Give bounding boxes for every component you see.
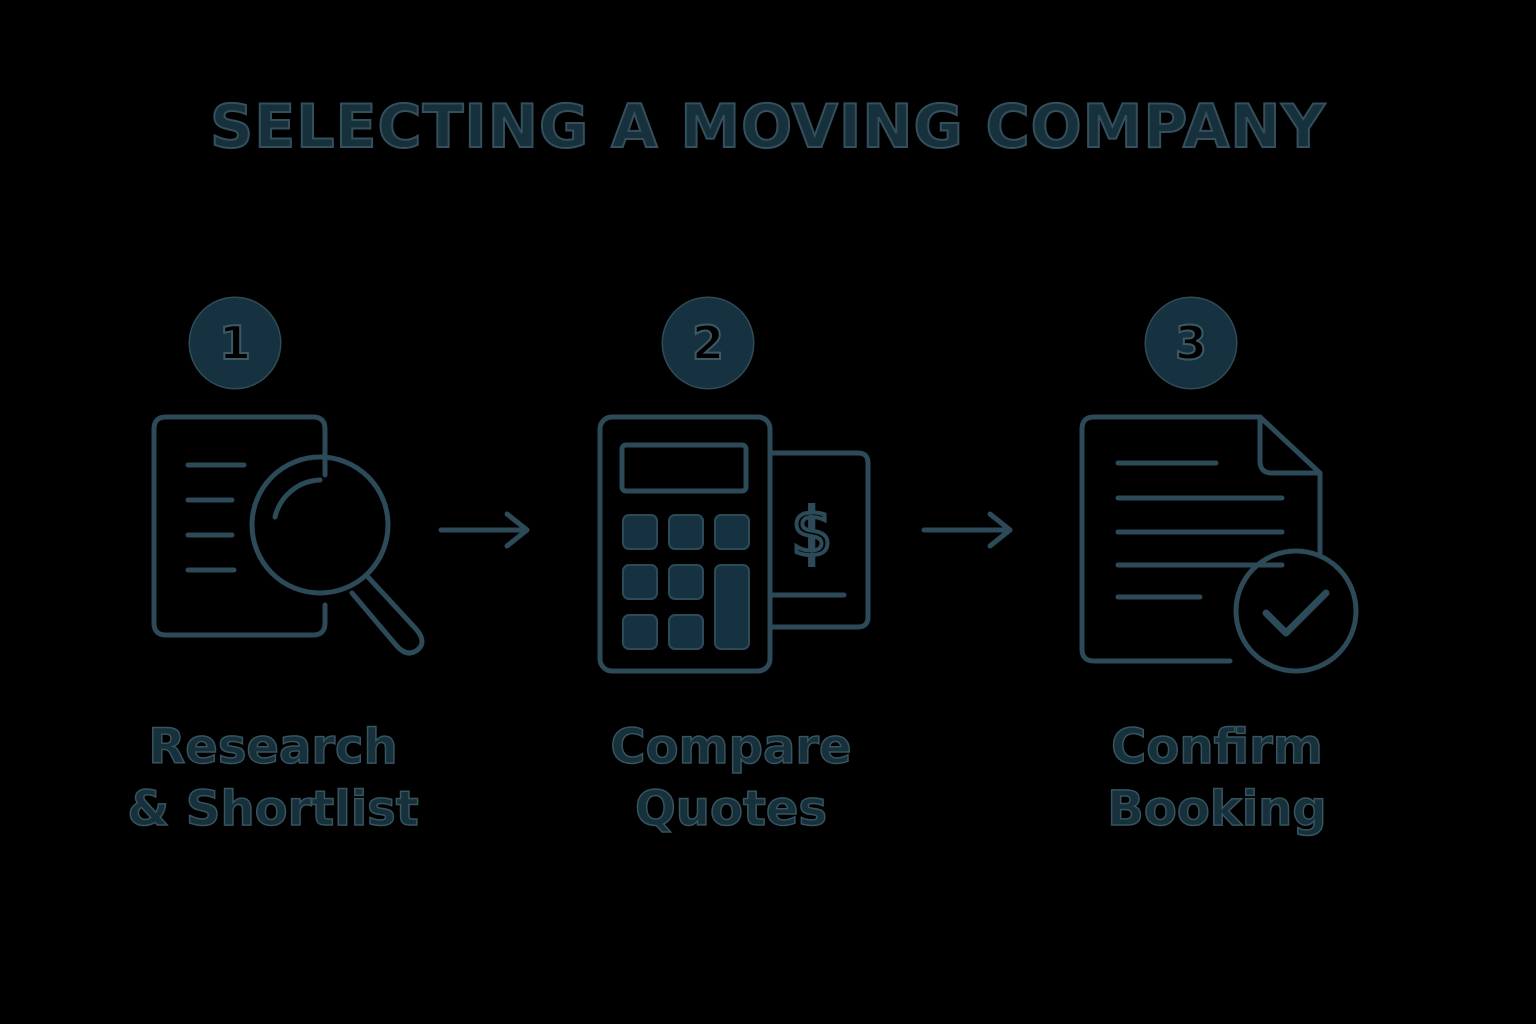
- step-3-label-line1: Confirm: [1110, 718, 1323, 776]
- step-2-label-line2: Quotes: [634, 780, 828, 838]
- step-3-label-line2: Booking: [1107, 780, 1328, 838]
- step-1-label: Research & Shortlist: [93, 716, 453, 840]
- step-3-number-badge: 3: [1146, 298, 1236, 388]
- step-2-label: Compare Quotes: [551, 716, 911, 840]
- step-2-number-badge: 2: [663, 298, 753, 388]
- step-1-label-line2: & Shortlist: [127, 780, 420, 838]
- document-magnifier-icon: [151, 414, 425, 656]
- document-check-icon: [1079, 414, 1359, 674]
- calculator-dollar-icon: $: [597, 414, 871, 674]
- step-3-label: Confirm Booking: [1037, 716, 1397, 840]
- step-1-number-badge: 1: [190, 298, 280, 388]
- dollar-sign-icon: $: [791, 494, 833, 571]
- diagram-title: SELECTING A MOVING COMPANY: [209, 91, 1326, 163]
- arrow-right-icon: [438, 511, 530, 549]
- arrow-right-icon: [921, 511, 1013, 549]
- step-2-label-line1: Compare: [610, 718, 853, 776]
- step-1-label-line1: Research: [148, 718, 399, 776]
